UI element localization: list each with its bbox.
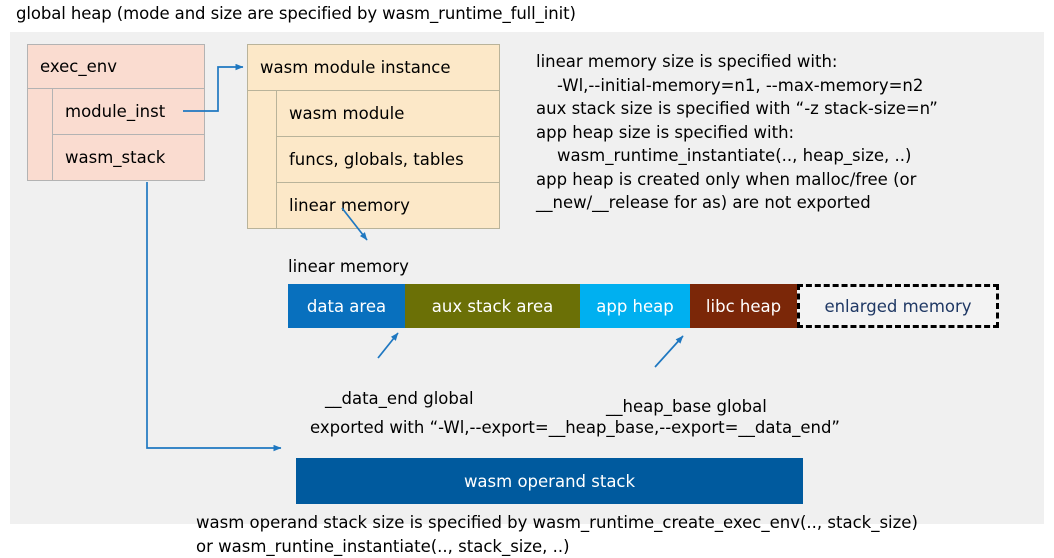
memory-segment-enlarged-memory: enlarged memory <box>797 284 999 328</box>
exec-env-row-wasm-stack: wasm_stack <box>52 134 205 181</box>
exported-with-annotation: exported with “-Wl,--export=__heap_base,… <box>310 418 840 437</box>
memory-segment-data-area: data area <box>288 284 405 328</box>
data-end-annotation: __data_end global <box>325 389 474 408</box>
module-instance-header: wasm module instance <box>247 44 500 91</box>
heap-base-annotation: __heap_base global <box>606 397 767 416</box>
exec-env-group: exec_env module_inst wasm_stack <box>27 44 205 181</box>
linear-memory-strip: data area aux stack area app heap libc h… <box>288 284 999 328</box>
exec-env-header: exec_env <box>27 44 205 89</box>
wasm-operand-stack-box: wasm operand stack <box>296 458 803 504</box>
memory-segment-aux-stack-area: aux stack area <box>405 284 580 328</box>
module-instance-row-wasm-module: wasm module <box>276 90 500 137</box>
linear-memory-note: linear memory size is specified with: -W… <box>536 52 938 212</box>
module-instance-row-funcs-globals-tables: funcs, globals, tables <box>276 136 500 183</box>
diagram-canvas: exec_env module_inst wasm_stack wasm mod… <box>10 32 1044 556</box>
linear-memory-strip-caption: linear memory <box>288 257 409 276</box>
module-instance-row-linear-memory: linear memory <box>276 182 500 229</box>
exec-env-row-module-inst: module_inst <box>52 88 205 135</box>
page-title: global heap (mode and size are specified… <box>16 4 576 23</box>
wasm-operand-stack-note: wasm operand stack size is specified by … <box>196 513 918 556</box>
memory-segment-libc-heap: libc heap <box>690 284 797 328</box>
module-instance-group: wasm module instance wasm module funcs, … <box>247 44 500 229</box>
memory-segment-app-heap: app heap <box>580 284 690 328</box>
